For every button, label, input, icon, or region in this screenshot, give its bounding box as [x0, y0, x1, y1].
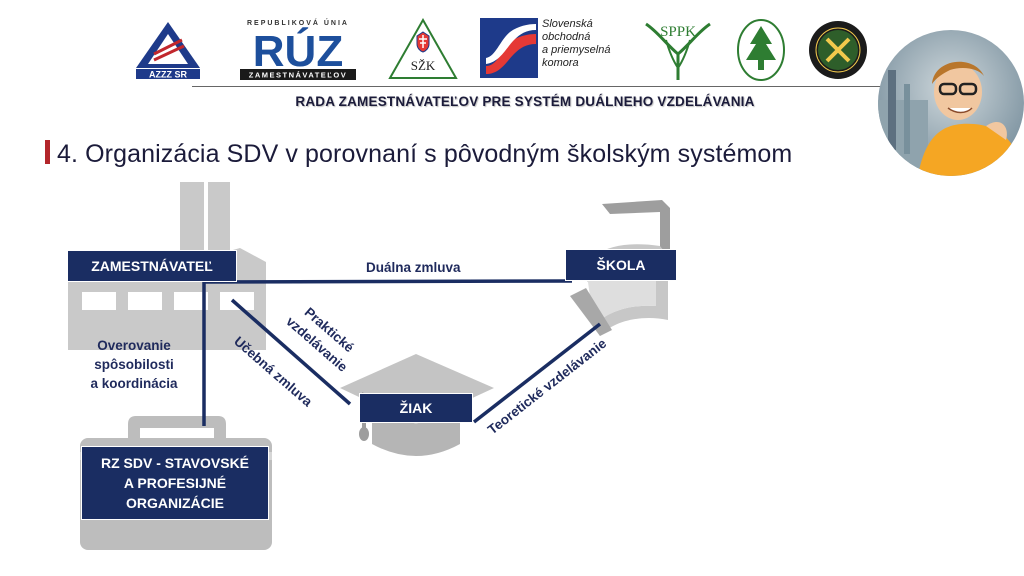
- sopk-line-3: a priemyselná: [542, 44, 611, 56]
- verification-line-3: a koordinácia: [90, 376, 178, 391]
- ruz-logo: REPUBLIKOVÁ ÚNIA RÚZ ZAMESTNÁVATEĽOV: [240, 18, 356, 80]
- sopk-line-2: obchodná: [542, 31, 591, 43]
- connections: [202, 270, 602, 426]
- sopk-logo: Slovenská obchodná a priemyselná komora: [480, 18, 616, 78]
- page-title: 4. Organizácia SDV v porovnaní s pôvodný…: [57, 140, 793, 168]
- student-label: ŽIAK: [399, 400, 433, 416]
- verification-line-2: spôsobilosti: [94, 357, 174, 372]
- header-rule: [192, 86, 882, 87]
- forest-logo: [737, 19, 785, 81]
- title-accent-bar: [45, 140, 50, 164]
- sppk-label: SPPK: [660, 24, 696, 40]
- azzz-logo: AZZZ SR: [136, 22, 200, 80]
- sopk-emblem-icon: [480, 18, 538, 78]
- organizations-line-1: RZ SDV - STAVOVSKÉ: [100, 455, 250, 471]
- ruz-main-label: RÚZ: [253, 26, 343, 76]
- employer-box: ZAMESTNÁVATEĽ: [68, 251, 236, 281]
- szk-label: SŽK: [411, 58, 436, 73]
- employer-label: ZAMESTNÁVATEĽ: [91, 258, 213, 274]
- ruz-top-label: REPUBLIKOVÁ ÚNIA: [247, 18, 349, 27]
- verification-line-1: Overovanie: [97, 338, 171, 353]
- verification-label: Overovanie spôsobilosti a koordinácia: [76, 336, 192, 393]
- council-header: RADA ZAMESTNÁVATEĽOV PRE SYSTÉM DUÁLNEHO…: [295, 94, 755, 109]
- apprenticeship-line: [230, 298, 352, 406]
- school-label: ŠKOLA: [596, 257, 646, 273]
- school-box: ŠKOLA: [566, 250, 676, 280]
- organizations-line-3: ORGANIZÁCIE: [126, 495, 224, 511]
- sppk-logo: SPPK: [645, 22, 711, 80]
- szk-logo: SŽK: [388, 18, 458, 79]
- organizations-line-2: A PROFESIJNÉ: [123, 475, 227, 491]
- azzz-label: AZZZ SR: [149, 70, 187, 80]
- sopk-line-1: Slovenská: [542, 18, 593, 30]
- mining-logo: [809, 21, 867, 79]
- sopk-line-4: komora: [542, 57, 579, 69]
- organizations-box: RZ SDV - STAVOVSKÉ A PROFESIJNÉ ORGANIZÁ…: [82, 447, 268, 519]
- theoretical-line: [472, 322, 602, 424]
- ruz-bottom-label: ZAMESTNÁVATEĽOV: [249, 71, 347, 80]
- partner-logos: AZZZ SR REPUBLIKOVÁ ÚNIA RÚZ ZAMESTNÁVAT…: [130, 12, 880, 84]
- dual-contract-label: Duálna zmluva: [366, 260, 461, 275]
- student-box: ŽIAK: [360, 394, 472, 422]
- dual-contract-line: [203, 279, 573, 284]
